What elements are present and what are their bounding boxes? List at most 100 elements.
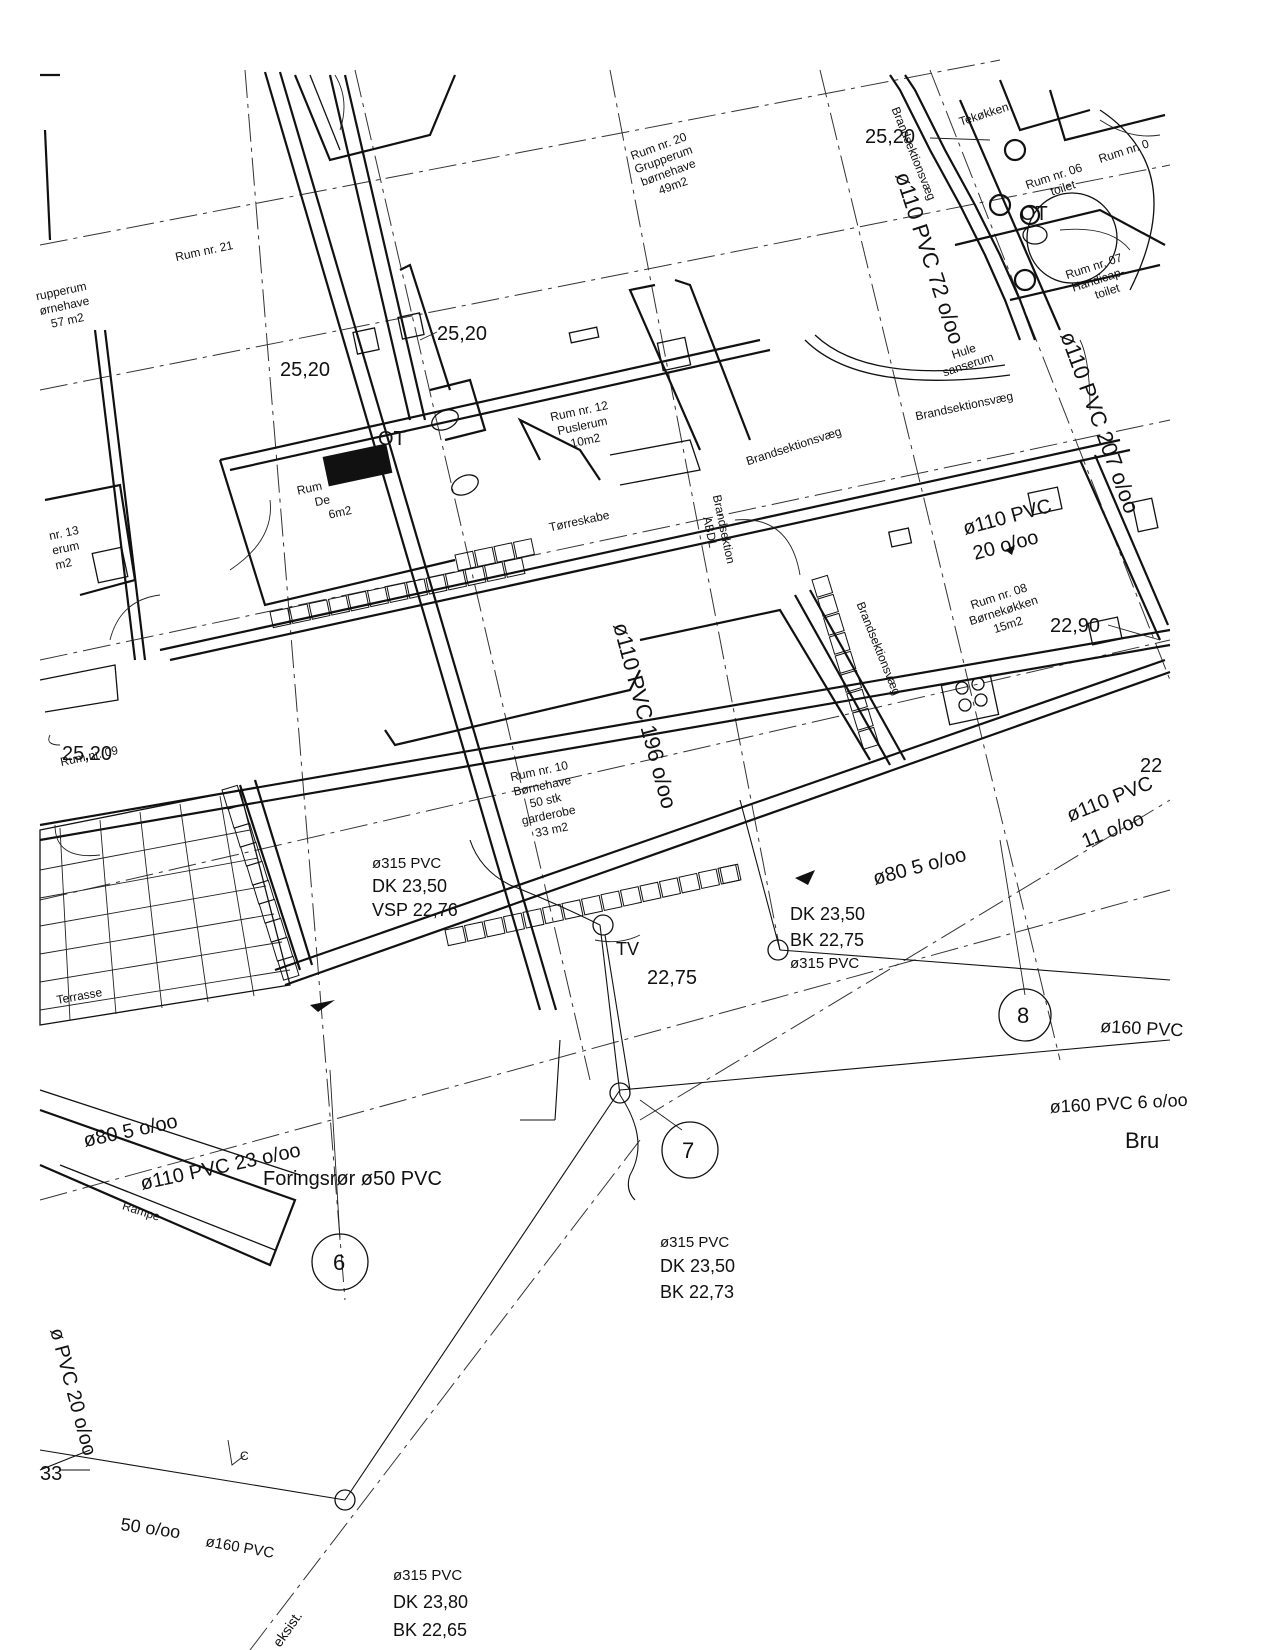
tile <box>639 881 662 903</box>
level-d: 25,20 <box>62 743 112 765</box>
svg-text:nr. 13: nr. 13 <box>48 523 81 543</box>
svg-text:DK 23,50: DK 23,50 <box>790 904 865 924</box>
hule-label: Hule sanserum <box>941 341 995 380</box>
tile <box>828 631 851 655</box>
pipe-label-eksist: eksist. <box>269 1608 305 1650</box>
brandsektionsvaeg-label-2: Brandsektionsvæg <box>744 424 843 468</box>
room-13-label: nr. 13 erum m2 <box>48 523 81 572</box>
level-h: 33 <box>40 1463 62 1485</box>
svg-text:DK 23,80: DK 23,80 <box>393 1592 468 1612</box>
room-10-label: Rum nr. 10 Børnehave 50 stk garderobe 33… <box>509 758 577 840</box>
tile <box>697 868 721 890</box>
drain-pipes <box>39 545 1171 1501</box>
svg-text:erum: erum <box>51 538 81 557</box>
terrace-grid <box>39 789 291 1026</box>
tile <box>473 546 497 568</box>
pipe-labels: ø110 PVC 72 o/oo ø110 PVC 207 o/oo ø110 … <box>45 169 1188 1650</box>
room-dep-label: Rum De 6m2 <box>296 479 354 522</box>
brandsektionsvaeg-label-3: Brandsektionsvæg <box>914 389 1014 423</box>
terrace-line <box>139 811 163 1009</box>
svg-text:57 m2: 57 m2 <box>50 310 86 331</box>
pipe-label-bru: Bru <box>1125 1128 1159 1153</box>
c-marker: C <box>240 1449 249 1463</box>
pipe-label-13: 50 o/oo <box>119 1514 181 1542</box>
terrace-line <box>39 941 283 983</box>
ot-marker-1: OT <box>378 428 406 450</box>
pipe-label-10: ø160 PVC <box>1100 1016 1184 1040</box>
tile <box>493 542 516 563</box>
svg-text:ø315 PVC: ø315 PVC <box>660 1234 729 1251</box>
tile <box>678 872 701 894</box>
axis-label-8: 8 <box>1017 1003 1029 1028</box>
axis-label-6: 6 <box>333 1250 345 1275</box>
pipe-label-14: ø160 PVC <box>204 1533 275 1562</box>
tekokken-label: Tekøkken <box>957 100 1010 129</box>
torreskabe-label: Tørreskabe <box>548 508 611 535</box>
axis-bubble-8 <box>998 988 1052 1042</box>
svg-text:VSP 22,76: VSP 22,76 <box>372 900 458 920</box>
tile <box>444 569 468 591</box>
tile <box>277 955 300 981</box>
tile <box>512 538 536 559</box>
room-0-label: Rum nr. 0 <box>1097 136 1151 165</box>
well-circle <box>767 939 789 961</box>
room-07-label: Rum nr. 07 Handicap- toilet <box>1064 250 1127 301</box>
tile <box>308 599 331 620</box>
tile <box>503 557 526 578</box>
terrace-line <box>99 819 117 1015</box>
tile <box>386 582 409 604</box>
terrace-line <box>39 913 275 955</box>
terrace-line <box>219 795 255 997</box>
well-label-2: DK 23,50 BK 22,75 ø315 PVC <box>790 904 865 972</box>
svg-text:6m2: 6m2 <box>327 503 353 522</box>
axis-bubbles: 6 7 8 <box>311 839 1052 1291</box>
fixtures <box>54 74 1161 857</box>
svg-text:m2: m2 <box>54 555 74 572</box>
svg-text:DK 23,50: DK 23,50 <box>372 876 447 896</box>
level-labels: 25,20 25,20 25,20 25,20 22,90 22,75 22 3… <box>40 126 1162 1485</box>
tile <box>454 550 477 572</box>
tile <box>464 565 487 587</box>
markers: OT OT TV C <box>227 203 1048 1466</box>
room-12-label: Rum nr. 12 Puslerum 10m2 <box>549 398 610 450</box>
terrace-line <box>39 885 267 927</box>
tile <box>811 574 834 598</box>
level-a: 25,20 <box>437 323 487 345</box>
room-08-label: Rum nr. 08 Børnekøkken 15m2 <box>967 580 1039 636</box>
terrace-line <box>59 827 71 1021</box>
well-circle <box>609 1082 631 1104</box>
tile <box>288 603 312 625</box>
svg-text:De: De <box>313 492 331 509</box>
svg-text:ø315 PVC: ø315 PVC <box>790 955 859 972</box>
tile <box>840 669 863 693</box>
tile <box>347 590 370 612</box>
level-e: 22,90 <box>1050 615 1100 637</box>
tile <box>561 899 584 920</box>
well-circle <box>334 1489 356 1511</box>
level-c: 25,20 <box>865 126 915 148</box>
tile <box>483 561 507 583</box>
terrace-line <box>39 969 291 1011</box>
pipe-label-9: Foringsrør ø50 PVC <box>263 1168 442 1190</box>
level-b: 25,20 <box>280 359 330 381</box>
black-block <box>322 443 393 487</box>
tile <box>822 612 845 636</box>
tile <box>522 908 545 929</box>
tile <box>483 916 506 938</box>
tile <box>600 890 623 912</box>
axis-label-7: 7 <box>682 1138 694 1163</box>
tile <box>541 903 565 925</box>
svg-text:50 stk: 50 stk <box>528 790 563 811</box>
svg-text:Rum: Rum <box>296 479 324 498</box>
tile <box>463 921 487 942</box>
ot-marker-2: OT <box>1020 203 1048 225</box>
svg-text:33 m2: 33 m2 <box>534 819 570 840</box>
svg-text:ø315 PVC: ø315 PVC <box>393 1567 462 1584</box>
walls <box>39 71 1171 1267</box>
tile <box>846 688 868 712</box>
tile <box>857 726 880 750</box>
tile <box>405 578 429 599</box>
wall-labels: Brandsektionsvæg Brandsektionsvæg Brands… <box>548 105 1015 697</box>
tile <box>817 593 839 617</box>
